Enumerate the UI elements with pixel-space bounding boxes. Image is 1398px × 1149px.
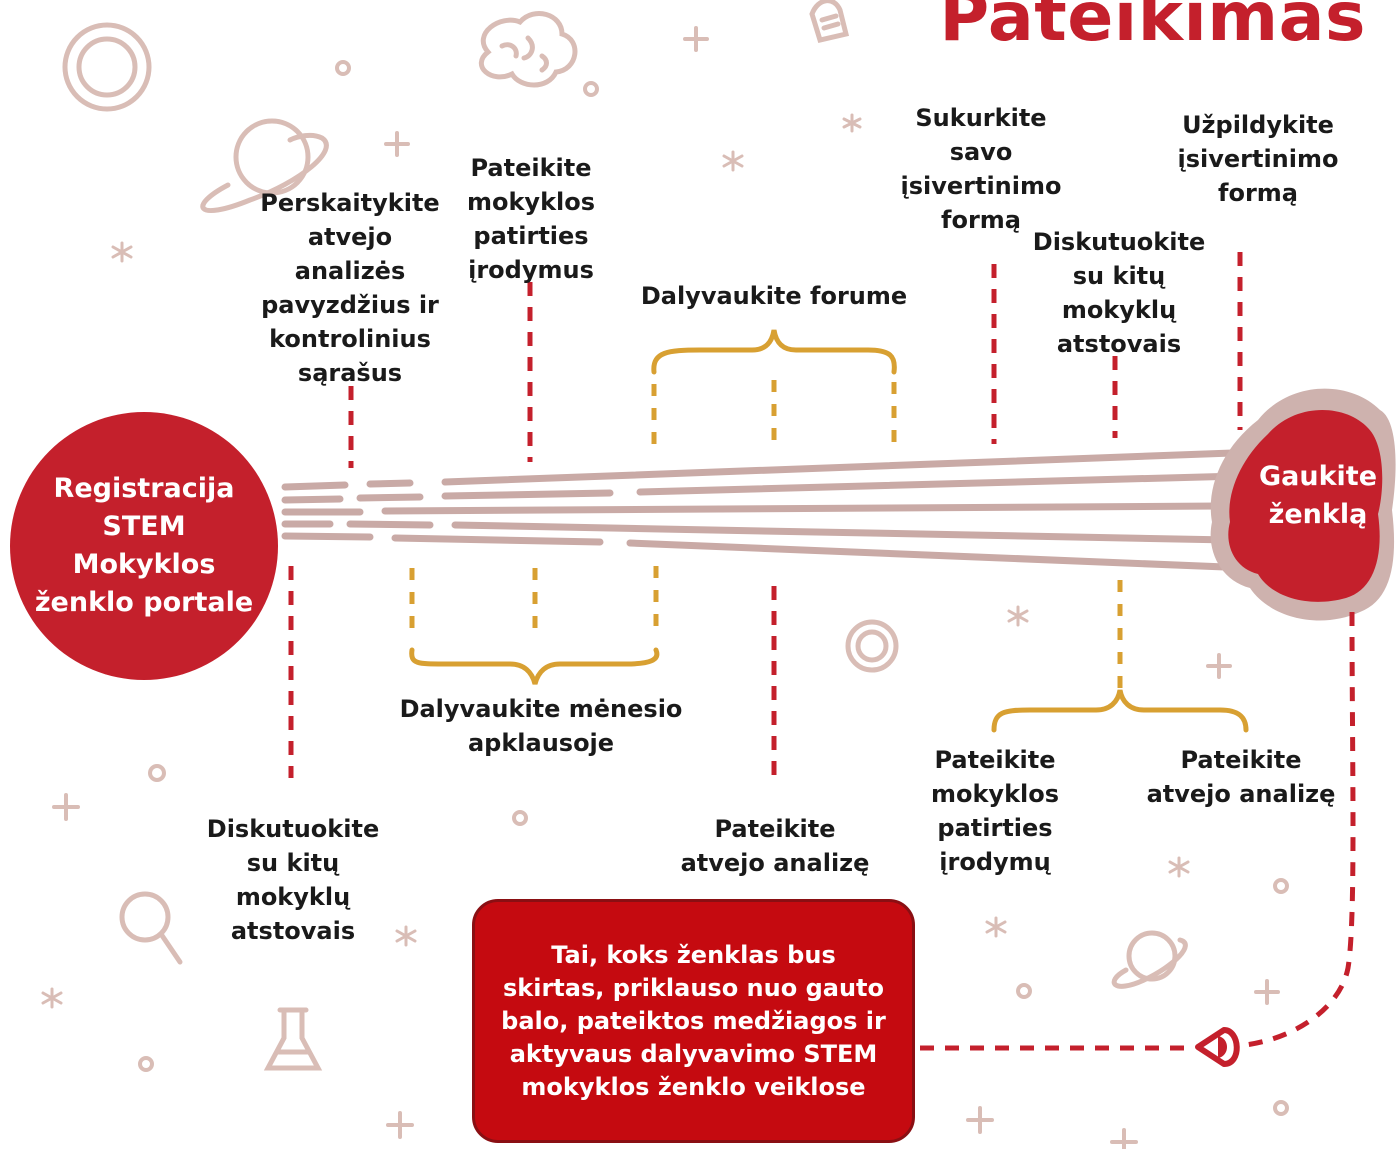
background-doodles (41, 0, 1289, 1149)
magnifier-icon (119, 891, 183, 965)
rocket-small-icon (809, 0, 850, 43)
note-box: Tai, koks ženklas bus skirtas, priklauso… (472, 899, 915, 1143)
page-title: Pateikimas (939, 0, 1366, 57)
ring-icon (62, 22, 152, 112)
start-label: Registracija STEM Mokyklos ženklo portal… (34, 473, 254, 618)
flask-icon (263, 1007, 323, 1071)
step-read-examples: Perskaitykite atvejo analizės pavyzdžius… (260, 189, 440, 387)
badge-label: Gaukite ženklą (1258, 461, 1378, 530)
step-fill-form: Užpildykite įsivertinimo formą (1177, 111, 1339, 207)
brain-icon (478, 11, 578, 88)
asterisk-icons (41, 113, 1190, 1009)
step-school-evidence-bottom: Pateikite mokyklos patirties įrodymų (930, 746, 1060, 876)
plus-icons (52, 26, 1280, 1149)
start-circle: Registracija STEM Mokyklos ženklo portal… (10, 412, 278, 680)
step-discuss-bottom: Diskutuokite su kitų mokyklų atstovais (206, 815, 380, 945)
gold-braces (409, 329, 1249, 733)
note-text: Tai, koks ženklas bus skirtas, priklauso… (501, 940, 886, 1101)
gold-connectors (409, 380, 1123, 690)
step-school-evidence: Pateikite mokyklos patirties įrodymus (466, 154, 596, 284)
step-forum: Dalyvaukite forume (640, 282, 908, 310)
speed-streaks (281, 448, 1264, 572)
ring-small-icon (845, 619, 899, 673)
step-case-study: Pateikite atvejo analizę (680, 815, 870, 877)
badge-cloud (1210, 388, 1396, 621)
small-circles-icon (138, 60, 1289, 1116)
step-discuss-top: Diskutuokite su kitų mokyklų atstovais (1032, 228, 1206, 358)
red-connectors (288, 252, 1356, 1051)
step-create-form: Sukurkite savo įsivertinimo formą (900, 104, 1062, 234)
step-case-study-2: Pateikite atvejo analizę (1146, 746, 1336, 808)
planet-icon (200, 118, 329, 214)
step-survey: Dalyvaukite mėnesio apklausoje (399, 695, 683, 757)
rocket-icon (1195, 1027, 1240, 1067)
planet-small-icon (1111, 930, 1188, 989)
